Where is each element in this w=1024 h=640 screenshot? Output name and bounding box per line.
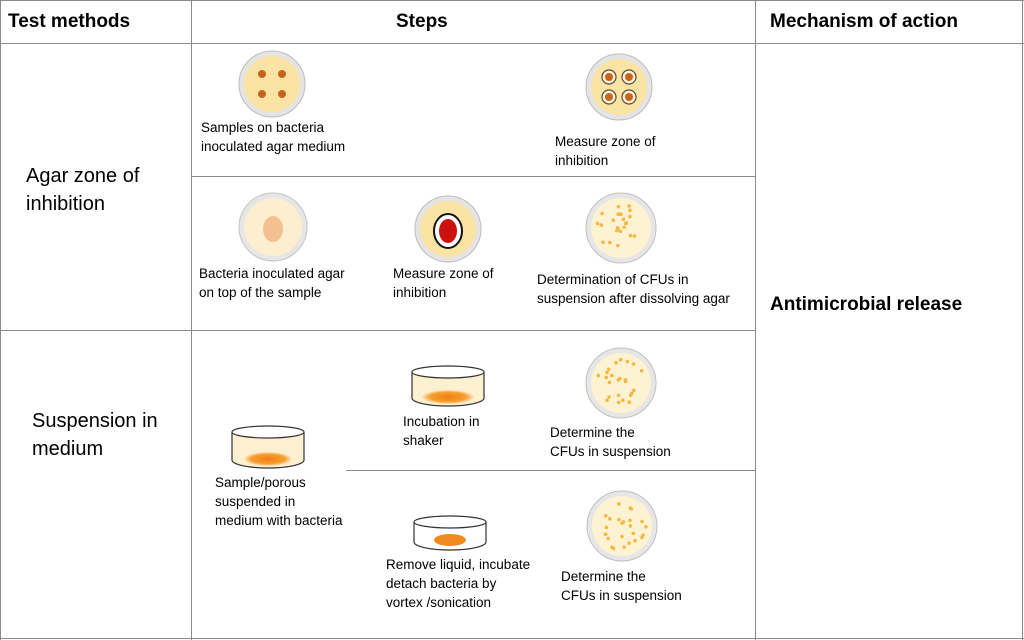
petri-dish-colonies-3 [586,490,658,562]
beaker-incubation [411,365,485,407]
petri-dish-colonies-1 [585,192,657,264]
caption-cfu-dissolving: Determination of CFUs in suspension afte… [537,272,730,306]
caption-sample-porous: Sample/porous suspended in medium with b… [215,475,343,528]
header-steps: Steps [396,11,448,32]
column-divider-1 [191,0,192,640]
header-mechanism: Mechanism of action [770,11,958,32]
table-border-left [0,0,1,640]
method-agar-zone: Agar zone of inhibition [26,165,140,215]
petri-dish-sample-under-agar [238,192,308,262]
table-border-bottom [0,638,1024,639]
table-border-top [0,0,1024,1]
column-divider-2 [755,0,756,640]
method-suspension: Suspension in medium [32,410,158,460]
caption-measure-zone-2: Measure zone of inhibition [393,266,494,300]
caption-measure-zone-1: Measure zone of inhibition [555,134,656,168]
caption-determine-cfu-1: Determine the CFUs in suspension [550,425,671,459]
row-divider-suspension-steps [346,470,755,471]
beaker-liquid-removed [413,515,487,551]
caption-remove-liquid: Remove liquid, incubate detach bacteria … [386,557,531,610]
caption-bacteria-on-top: Bacteria inoculated agar on top of the s… [199,266,345,300]
row-divider-methods [0,330,755,331]
caption-incubation-shaker: Incubation in shaker [403,414,480,448]
petri-dish-inhibition-zones [585,53,653,121]
beaker-sample-medium [231,425,305,469]
petri-dish-colonies-2 [585,347,657,419]
mechanism-value: Antimicrobial release [770,294,963,315]
header-divider [0,43,1024,44]
petri-dish-red-sample [414,195,482,263]
caption-samples-on-bacteria: Samples on bacteria inoculated agar medi… [201,120,346,154]
row-divider-agar-steps [191,176,755,177]
petri-dish-samples [238,50,306,118]
caption-determine-cfu-2: Determine the CFUs in suspension [561,569,682,603]
table-border-right [1022,0,1023,640]
header-test-methods: Test methods [8,11,131,32]
